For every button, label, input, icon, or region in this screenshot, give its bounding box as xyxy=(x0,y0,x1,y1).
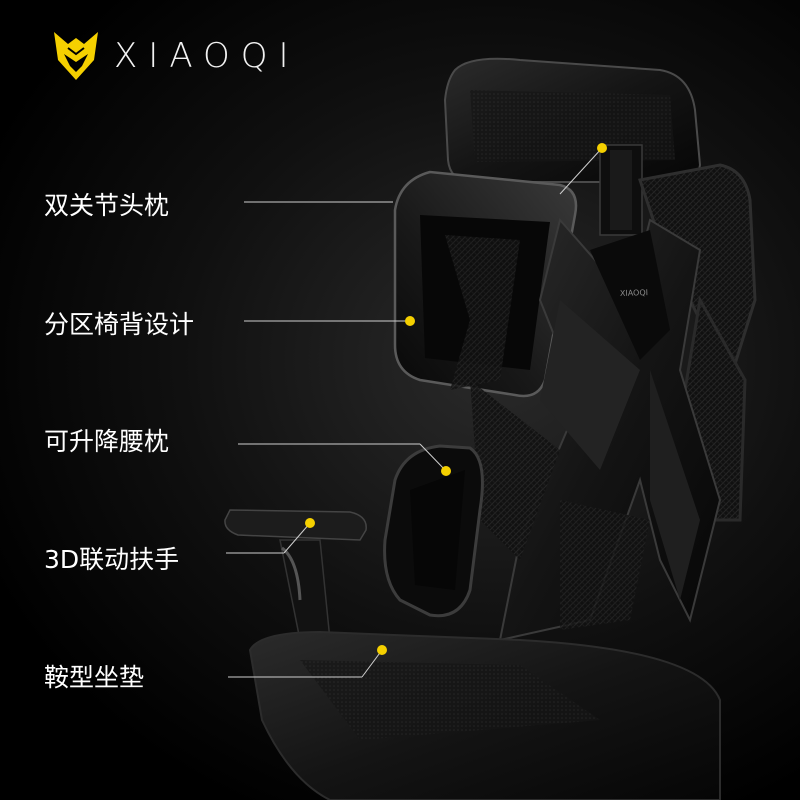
headrest-post xyxy=(599,144,643,236)
callout-dot-seat xyxy=(377,645,387,655)
brand-logo: XIAOQI xyxy=(52,28,300,84)
feature-label-armrest: 3D联动扶手 xyxy=(44,545,180,574)
chair-back-emblem: XIAOQI xyxy=(620,288,648,298)
feature-label-seat: 鞍型坐垫 xyxy=(44,663,145,692)
callout-dot-headrest xyxy=(597,143,607,153)
callout-dot-armrest xyxy=(305,518,315,528)
feature-label-headrest: 双关节头枕 xyxy=(44,191,170,220)
seat-cushion xyxy=(248,630,721,800)
callout-lines xyxy=(226,143,607,678)
x-frame-backrest: XIAOQI xyxy=(470,217,722,642)
feature-label-lumbar: 可升降腰枕 xyxy=(44,427,170,456)
headrest-shape xyxy=(443,57,702,183)
callout-dot-lumbar xyxy=(441,466,451,476)
lumbar-cushion xyxy=(383,444,484,618)
feature-label-backrest: 分区椅背设计 xyxy=(44,310,195,339)
brand-wordmark: XIAOQI xyxy=(114,36,300,76)
callout-dot-backrest xyxy=(405,316,415,326)
fox-head-logo-icon xyxy=(54,32,98,80)
